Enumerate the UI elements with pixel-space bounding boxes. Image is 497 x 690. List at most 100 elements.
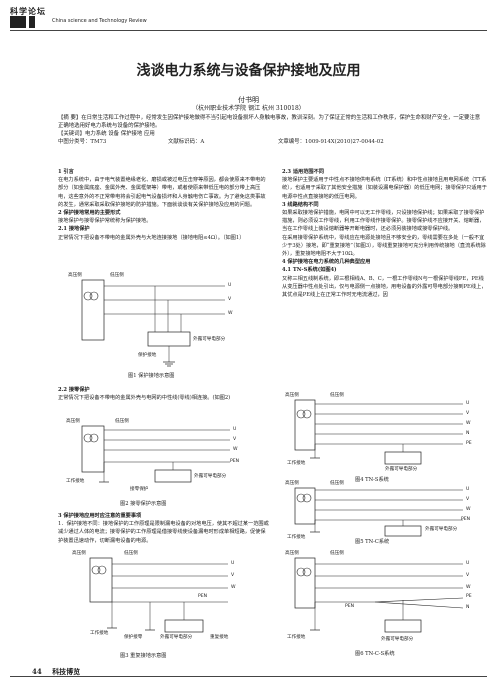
exposed-part-label: 外露可导电部分 [385, 467, 418, 472]
section-heading: 4.1 TN-S系统(如图4) [282, 267, 337, 274]
work-ground-label: 工作接地 [287, 535, 306, 540]
left-column-text: 1 引言 在电力系统中，由于电气装置绝缘老化、磨损或被过电压击穿等原因，都会使原… [58, 168, 270, 242]
work-ground-label: 工作接地 [66, 479, 85, 484]
keywords: 【关键词】电力系统 设备 保护接地 应用 [58, 131, 155, 137]
figure-2-caption: 图2 接零保护示意图 [120, 501, 167, 507]
paragraph: 正常情况下把设备不带电的金属外壳与大地连接接地（接地电阻≤4Ω）。（如图1） [58, 234, 245, 241]
zero-protect-label: 接零保护 [130, 487, 149, 492]
exposed-part-label: 外露可导电部分 [425, 527, 458, 532]
exposed-part-label: 外露可导电部分 [194, 474, 227, 479]
high-voltage-label: 高压侧 [66, 419, 80, 424]
phase-label: V [231, 573, 235, 578]
figure-3-diagram [89, 557, 228, 633]
figure-5-caption: 图5 TN-C系统 [355, 539, 390, 545]
ground-label: 保护接地 [138, 353, 157, 358]
header-rule [10, 30, 487, 31]
abstract-text: 【摘 要】在日常生活和工作过程中，经常发生因保护接地做得不当引起电设备损坏人身触… [58, 115, 481, 129]
figure-6: 高压侧 低压侧 U V W PE N PEN 工作接地 外露可导电部分 图6 T… [285, 550, 485, 662]
phase-label: V [466, 411, 470, 416]
figure-4-caption: 图4 TN-S系统 [355, 477, 389, 483]
section-heading: 3 线路结构不同 [282, 201, 319, 208]
figure-3: 高压侧 低压侧 U V W PEN 工作接地 保护接零 外露可导电部分 重复接地… [60, 550, 270, 662]
phase-label: U [233, 427, 237, 432]
phase-label: W [228, 311, 233, 316]
journal-name: 科学论坛 [10, 6, 46, 16]
paragraph: 接地保护主要适用于中性点不接地供电系统（IT系统）和中性点接地且用电网系统（TT… [282, 177, 487, 200]
exposed-part-label: 外露可导电部分 [160, 635, 193, 640]
phase-label: W [466, 421, 471, 426]
figure-6-diagram [294, 557, 464, 633]
paragraph: 在采用接零保护系统中，零线应在电源处接地且不够安全的，零线需要在多处（一般不宜少… [282, 234, 486, 258]
figure-2-diagram [81, 425, 230, 483]
phase-label: W [233, 447, 238, 452]
section-heading: 2.1 接地保护 [58, 226, 90, 233]
repeat-ground-label: 重复接地 [210, 635, 229, 640]
phase-label: PEN [230, 459, 240, 464]
section-name: 科技博览 [52, 667, 81, 676]
phase-label: PE [466, 594, 472, 599]
journal-logo-mark [29, 16, 35, 28]
low-voltage-label: 低压侧 [115, 419, 129, 424]
footer-rule [10, 676, 487, 677]
figure-6-caption: 图6 TN-C-S系统 [355, 651, 395, 657]
paragraph: 在电力系统中，由于电气装置绝缘老化、磨损或被过电压击穿等原因，都会使原来不带电的… [58, 177, 266, 208]
figure-1: 高压侧 低压侧 U V W 外露可导电部分 保护接地 图1 保护接地示意图 [60, 272, 270, 382]
section-heading: 3 保护接地应用时应注意的重要事项 [58, 513, 142, 519]
phase-label: N [466, 605, 470, 610]
phase-label: W [466, 585, 471, 590]
figure-1-caption: 图1 保护接地示意图 [128, 373, 175, 379]
work-ground-label: 工作接地 [90, 631, 109, 636]
phase-label: PE [466, 441, 472, 446]
paragraph: 1．保护接地不同：接地保护的工作原理是限制漏电设备的对地电压，使其不超过某一范围… [58, 521, 269, 544]
phase-label: U [228, 283, 232, 288]
phase-label: U [231, 561, 235, 566]
protect-zero-label: 保护接零 [124, 635, 143, 640]
phase-label: U [466, 487, 470, 492]
paragraph: 正常情况下把设备不带电的金属外壳与电网的中性线(零线)相连接。(如图2) [58, 395, 231, 402]
journal-subtitle: China science and Technology Review [52, 18, 147, 24]
low-voltage-label: 低压侧 [330, 551, 344, 556]
exposed-part-label: 外露可导电部分 [193, 337, 226, 342]
phase-label: V [233, 437, 237, 442]
figure-5-diagram [294, 487, 463, 537]
low-voltage-label: 低压侧 [124, 551, 138, 556]
high-voltage-label: 高压侧 [285, 393, 299, 398]
figure-4-diagram [294, 399, 463, 465]
figure-2: 高压侧 低压侧 U V W PEN 工作接地 接零保护 外露可导电部分 [60, 418, 270, 500]
exposed-part-label: 外露可导电部分 [381, 637, 414, 642]
high-voltage-label: 高压侧 [68, 273, 82, 278]
section-heading: 1 引言 [58, 169, 74, 175]
phase-label: W [466, 507, 471, 512]
figure-5: 高压侧 低压侧 U V W PEN 工作接地 外露可导电部分 图5 TN-C系统 [285, 480, 485, 548]
phase-label: U [466, 401, 470, 406]
work-ground-label: 工作接地 [287, 461, 306, 466]
class-number: 中图分类号：TM73 [58, 139, 107, 145]
journal-logo [10, 16, 26, 28]
article-title: 浅谈电力系统与设备保护接地及应用 [136, 63, 361, 79]
figure-4: 高压侧 低压侧 U V W N PE 工作接地 外露可导电部分 图4 TN-S系… [285, 392, 485, 483]
section-heading: 2.2 接零保护 [58, 387, 90, 393]
high-voltage-label: 高压侧 [285, 551, 299, 556]
high-voltage-label: 高压侧 [285, 481, 299, 486]
abstract: 【摘 要】在日常生活和工作过程中，经常发生因保护接地做得不当引起电设备损坏人身触… [58, 114, 483, 146]
page-footer: 44 科技博览 [32, 667, 80, 677]
low-voltage-label: 低压侧 [330, 481, 344, 486]
affiliation: （杭州职业技术学院 钢江 杭州 310018） [192, 105, 305, 112]
pen-label: PEN [345, 604, 355, 609]
section-heading: 2 保护接地常用的主要形式 [58, 210, 121, 217]
phase-label: U [466, 561, 470, 566]
work-ground-label: 工作接地 [287, 635, 306, 640]
paragraph: 如果采取接地保护措施，电网中可以无工作零线，只设接地保护线；如果采取了接零保护措… [282, 210, 485, 233]
phase-label: PEN [461, 517, 471, 522]
section-heading: 2.3 适用范围不同 [282, 169, 324, 175]
right-column-text: 2.3 适用范围不同 接地保护主要适用于中性点不接地供电系统（IT系统）和中性点… [282, 168, 487, 299]
left-column-text-3: 3 保护接地应用时应注意的重要事项 1．保护接地不同：接地保护的工作原理是限制漏… [58, 512, 270, 545]
phase-label: N [466, 431, 470, 436]
article-number: 文章编号：1009-914X(2010)27-0044-02 [278, 139, 384, 145]
author: 付书明 [238, 96, 259, 104]
phase-label: W [231, 585, 236, 590]
section-heading: 4 保护接地在电力系统的几种典型应用 [282, 259, 371, 266]
classification-row: 中图分类号：TM73 文献标识码：A 文章编号：1009-914X(2010)2… [58, 138, 483, 146]
phase-label: V [466, 573, 470, 578]
page-number: 44 [32, 667, 42, 676]
